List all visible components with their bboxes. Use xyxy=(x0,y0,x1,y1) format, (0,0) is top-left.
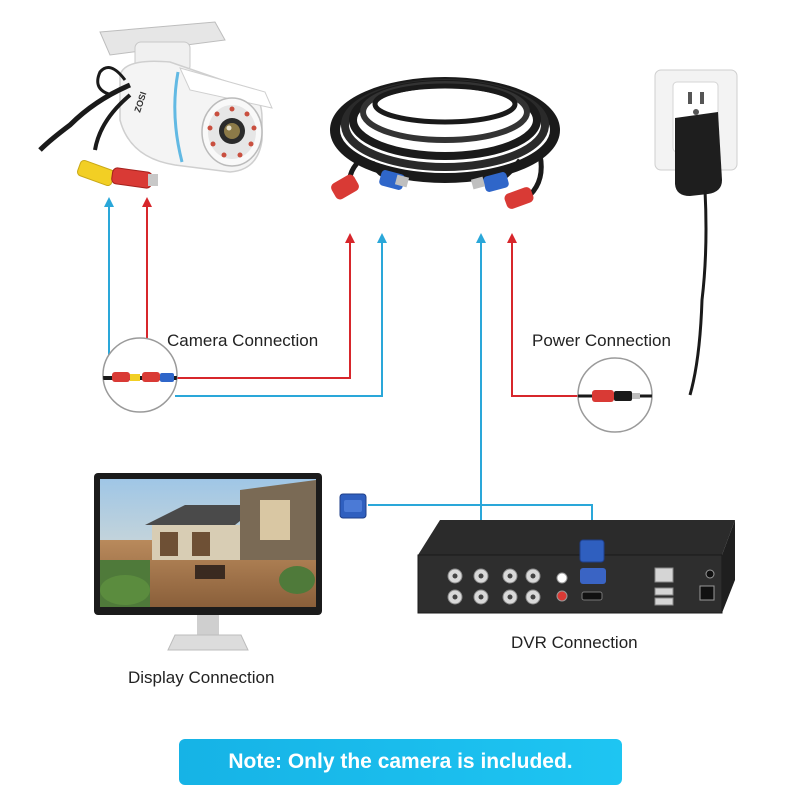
note-banner: Note: Only the camera is included. xyxy=(179,739,622,785)
bullet-camera: ZOSI xyxy=(38,21,273,189)
display-monitor xyxy=(94,473,322,651)
dvr-connection-label: DVR Connection xyxy=(511,633,638,652)
camera-connection-label: Camera Connection xyxy=(167,331,319,350)
power-line xyxy=(507,233,580,397)
camera-connector-zoom xyxy=(102,337,178,413)
dvr-recorder xyxy=(417,520,735,614)
power-adapter xyxy=(654,69,738,396)
bnc-cable-coil xyxy=(330,77,560,209)
camera-video-line xyxy=(175,233,387,397)
camera-power-line xyxy=(146,200,350,379)
power-connection-label: Power Connection xyxy=(532,331,671,350)
display-connection-label: Display Connection xyxy=(128,668,275,687)
power-connector-zoom xyxy=(577,357,653,433)
vga-connector xyxy=(339,493,367,519)
